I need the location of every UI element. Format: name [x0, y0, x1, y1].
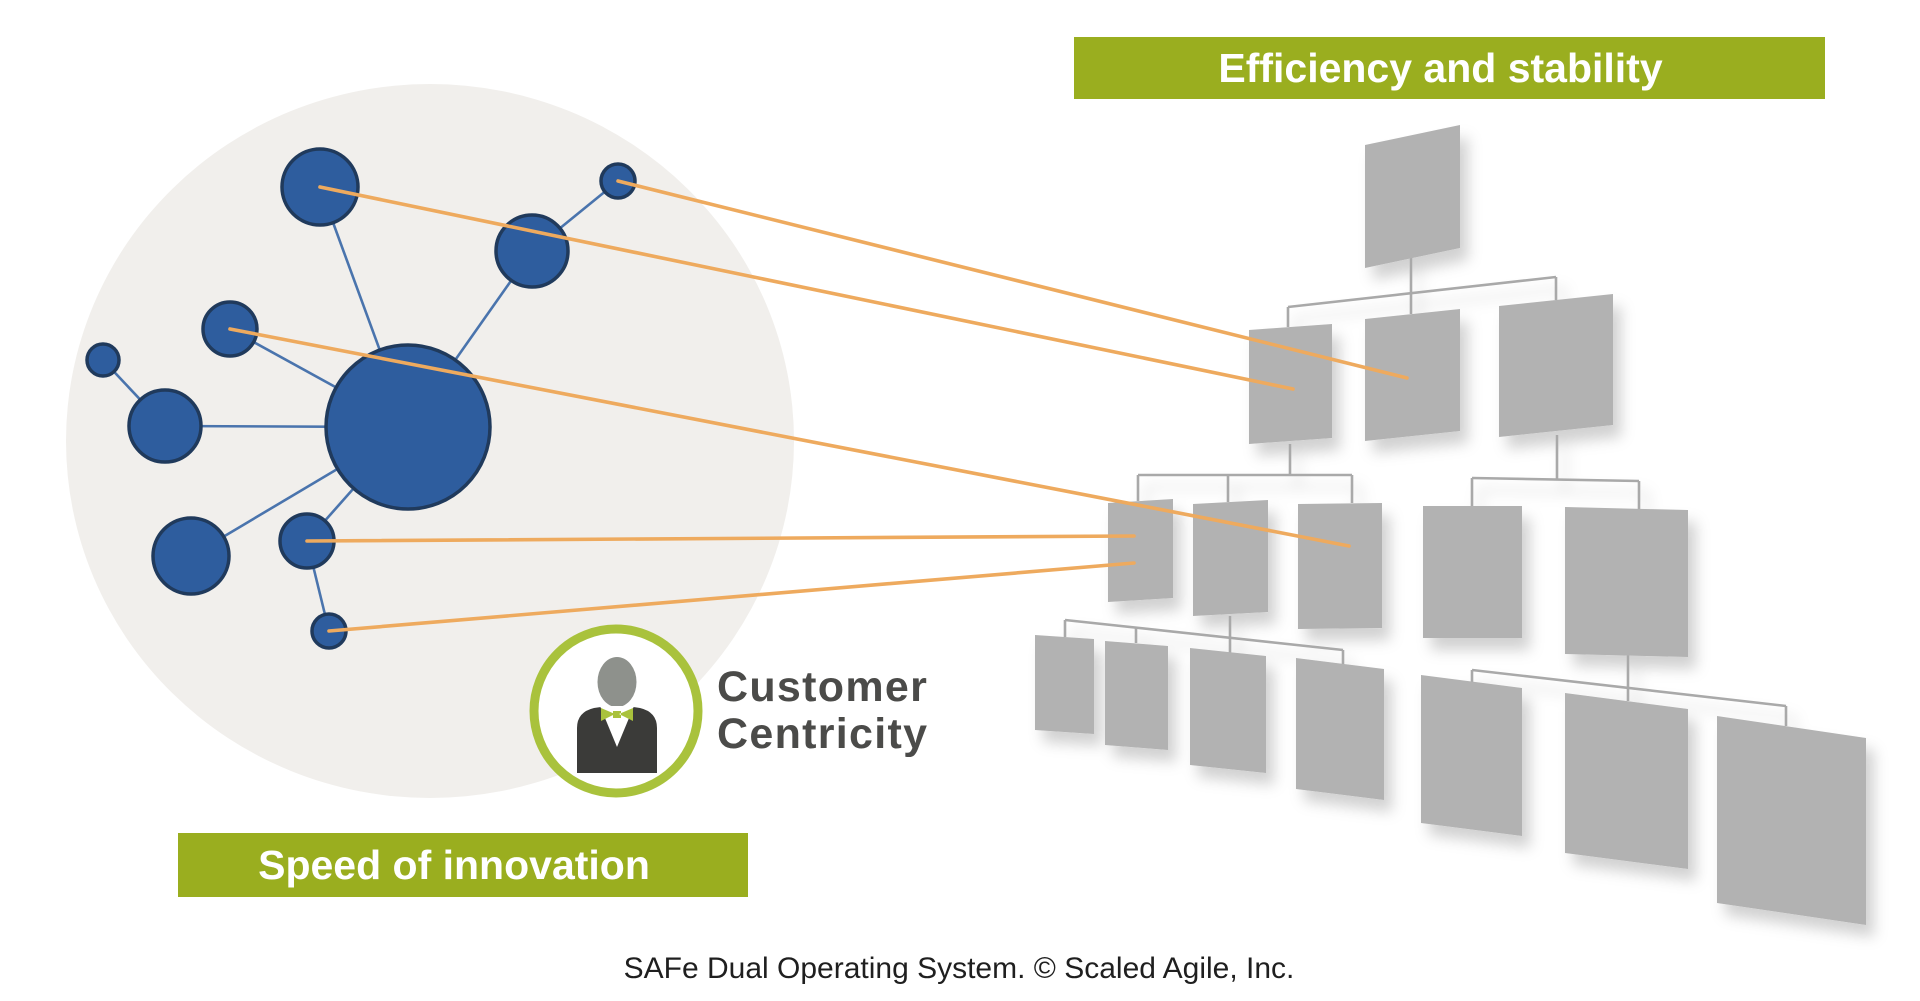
org-box-r4d [1296, 658, 1384, 800]
org-connector-line [1064, 618, 1344, 652]
speed-of-innovation-label: Speed of innovation [178, 833, 748, 897]
network-hierarchy-link [305, 534, 1136, 543]
org-box-r4g [1717, 716, 1866, 925]
efficiency-and-stability-label: Efficiency and stability [1074, 37, 1825, 99]
org-connector-line [1471, 476, 1640, 483]
network-to-hierarchy-links [228, 179, 1409, 633]
network-hierarchy-link [616, 179, 1409, 380]
network-node-hub [324, 343, 492, 511]
org-box-r3e [1565, 507, 1688, 657]
org-box-r4a [1035, 635, 1094, 734]
network-node-e [85, 342, 121, 378]
org-box-r3b [1193, 500, 1268, 616]
hierarchy-org-chart [1035, 125, 1866, 925]
person-head-icon [597, 657, 637, 707]
speed-label-text: Speed of innovation [258, 842, 650, 888]
org-box-r1 [1365, 125, 1460, 268]
efficiency-label-text: Efficiency and stability [1218, 45, 1662, 91]
org-box-r4f [1565, 693, 1688, 869]
org-connector-line [1471, 668, 1787, 708]
network-node-f [127, 388, 203, 464]
org-box-r4b [1105, 641, 1168, 750]
person-bowtie-icon [601, 708, 633, 721]
network-hierarchy-link [228, 327, 1351, 548]
customer-centricity-icon [529, 624, 703, 798]
customer-centricity-text-line2: Centricity [717, 710, 928, 758]
org-box-r4e [1421, 675, 1522, 836]
network-hierarchy-link [327, 561, 1136, 633]
org-box-r3a [1108, 499, 1173, 602]
org-box-r3c [1298, 503, 1382, 629]
org-box-r2b [1365, 309, 1460, 441]
speed-label-box [178, 833, 748, 897]
network-hierarchy-link [318, 185, 1295, 391]
org-box-r2c [1499, 294, 1613, 437]
efficiency-label-box [1074, 37, 1825, 99]
caption-text: SAFe Dual Operating System. © Scaled Agi… [624, 952, 1295, 985]
org-box-r4c [1190, 648, 1266, 773]
customer-centricity-text-line1: Customer [717, 663, 928, 711]
org-box-r3d [1423, 506, 1522, 638]
network-node-g [151, 516, 231, 596]
org-connector-line [1287, 275, 1557, 309]
